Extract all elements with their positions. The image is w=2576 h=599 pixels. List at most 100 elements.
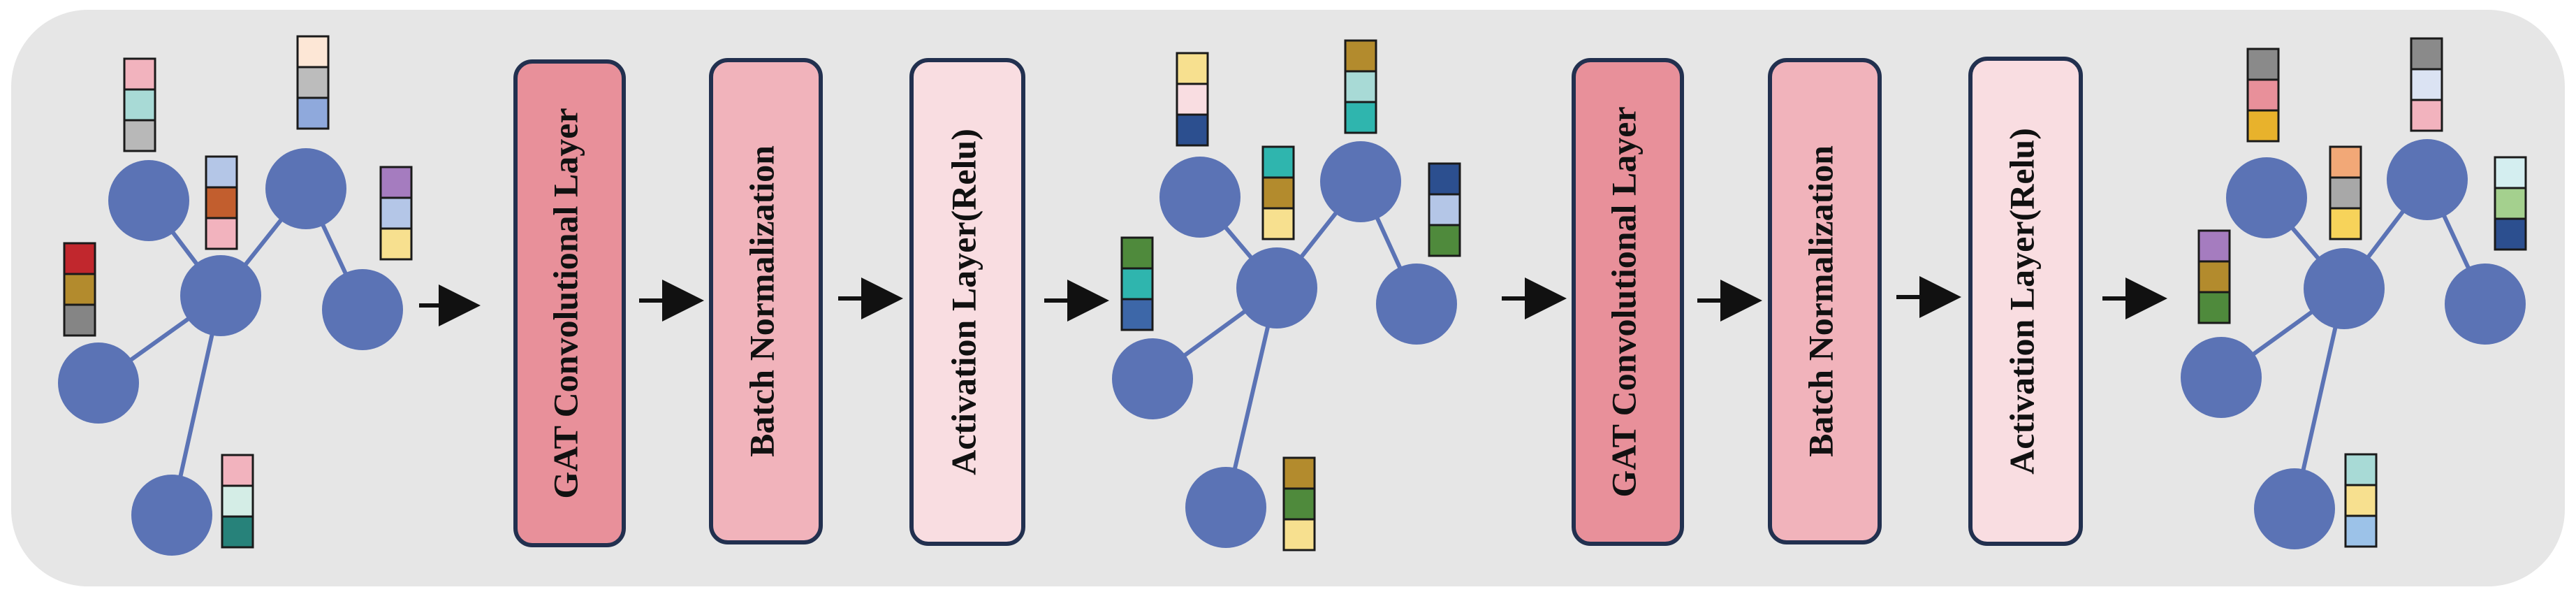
feature-cell [205,217,238,250]
feature-vector [296,35,330,130]
feature-cell [1282,518,1316,551]
feature-cell [2410,99,2443,132]
graph-node [1376,264,1457,345]
feature-cell [1261,207,1295,240]
feature-cell [379,166,413,199]
feature-cell [221,454,254,487]
feature-cell [2246,109,2280,143]
feature-vector [1282,456,1316,551]
feature-cell [123,88,156,122]
feature-cell [296,96,330,130]
feature-cell [2246,48,2280,81]
feature-cell [1176,82,1209,116]
feature-cell [296,66,330,99]
hidden-graph [1112,39,1461,551]
feature-cell [2329,145,2362,179]
batch-normalization-label: Batch Normalization [742,145,781,457]
batch-normalization-block: Batch Normalization [1768,58,1882,544]
batch-normalization-label: Batch Normalization [1801,145,1840,457]
feature-cell [2344,453,2378,486]
feature-cell [205,155,238,189]
input-graph [58,35,413,556]
feature-vector [2344,453,2378,548]
graph-node [131,475,212,556]
feature-vector [2410,37,2443,132]
feature-vector [123,57,156,152]
feature-cell [1120,267,1154,301]
gat-layer-label: GAT Convolutional Layer [1604,106,1643,497]
graphs-layer [58,35,2527,556]
activation-layer-label: Activation Layer(Relu) [944,129,983,475]
feature-cell [1282,487,1316,521]
graph-node [1236,247,1317,329]
graph-node [1185,467,1266,548]
output-graph [2181,37,2527,549]
graph-node [1112,338,1193,419]
feature-cell [2197,229,2231,263]
feature-cell [1120,236,1154,270]
feature-cell [63,242,96,275]
feature-vector [1176,52,1209,147]
feature-cell [1120,298,1154,331]
graph-node [2226,157,2307,238]
feature-cell [1344,39,1377,73]
feature-cell [1261,145,1295,179]
feature-vector [205,155,238,250]
feature-cell [2494,156,2527,189]
feature-cell [2329,207,2362,240]
graph-node [2304,248,2385,329]
feature-cell [2410,37,2443,71]
graph-node [2387,139,2468,220]
graph-node [2445,264,2526,345]
feature-cell [2344,514,2378,548]
graph-node [180,255,261,336]
feature-cell [2344,484,2378,517]
feature-cell [1344,70,1377,103]
feature-vector [1344,39,1377,134]
feature-cell [2410,68,2443,101]
feature-cell [221,515,254,549]
feature-vector [1428,162,1461,257]
graph-node [1159,157,1241,238]
feature-cell [1176,52,1209,85]
feature-cell [221,484,254,518]
graph-node [1320,141,1401,222]
batch-normalization-block: Batch Normalization [709,58,823,544]
feature-cell [1261,176,1295,210]
feature-cell [2246,78,2280,112]
feature-vector [221,454,254,549]
feature-cell [379,227,413,261]
feature-cell [1282,456,1316,490]
feature-cell [205,186,238,219]
graph-node [265,148,346,229]
graph-node [322,269,403,350]
feature-cell [1428,224,1461,257]
feature-cell [63,303,96,337]
feature-cell [296,35,330,68]
feature-cell [2197,291,2231,324]
feature-cell [1176,113,1209,147]
feature-cell [1344,101,1377,134]
graph-node [2181,337,2262,418]
graph-node [108,160,189,241]
feature-cell [1428,162,1461,196]
feature-cell [123,57,156,91]
gat-layer-block: GAT Convolutional Layer [1572,58,1684,546]
feature-cell [2494,217,2527,251]
gat-layer-block: GAT Convolutional Layer [513,59,626,547]
feature-vector [2329,145,2362,240]
feature-cell [2494,187,2527,220]
graph-node [58,342,139,424]
activation-layer-label: Activation Layer(Relu) [2002,128,2041,475]
feature-vector [2494,156,2527,251]
feature-vector [1261,145,1295,240]
feature-vector [379,166,413,261]
feature-cell [2197,260,2231,294]
feature-cell [379,196,413,230]
gat-layer-label: GAT Convolutional Layer [546,108,585,498]
feature-cell [2329,176,2362,210]
activation-layer-block: Activation Layer(Relu) [909,58,1025,546]
feature-vector [2197,229,2231,324]
feature-vector [1120,236,1154,331]
